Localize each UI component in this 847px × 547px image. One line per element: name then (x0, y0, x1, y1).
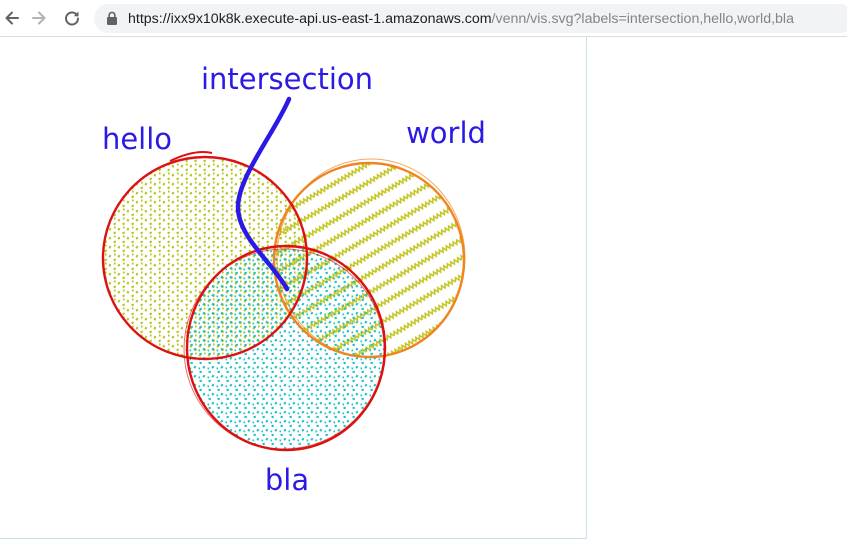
arrow-right-icon (32, 11, 46, 25)
intersection-pointer (235, 96, 292, 292)
lock-icon (106, 11, 118, 30)
bla-fill (187, 246, 385, 450)
back-button[interactable] (0, 6, 24, 30)
set-label-hello: hello (102, 122, 172, 156)
venn-diagram: intersection hello world bla (101, 62, 486, 497)
browser-toolbar: https://ixx9x10k8k.execute-api.us-east-1… (0, 0, 847, 37)
reload-button[interactable] (60, 6, 84, 30)
set-label-world: world (406, 116, 486, 150)
arrow-left-icon (5, 11, 19, 25)
venn-svg-image: intersection hello world bla (0, 37, 587, 539)
bla-outline (185, 244, 387, 452)
address-bar[interactable]: https://ixx9x10k8k.execute-api.us-east-1… (94, 4, 847, 33)
url-path: /venn/vis.svg?labels=intersection,hello,… (491, 10, 794, 27)
url-base: https://ixx9x10k8k.execute-api.us-east-1… (128, 10, 492, 27)
set-label-bla: bla (265, 463, 309, 497)
forward-button[interactable] (27, 6, 51, 30)
page-viewport: intersection hello world bla (0, 37, 847, 547)
intersection-label: intersection (201, 62, 373, 96)
reload-icon (65, 11, 79, 26)
hello-outline (101, 155, 309, 361)
